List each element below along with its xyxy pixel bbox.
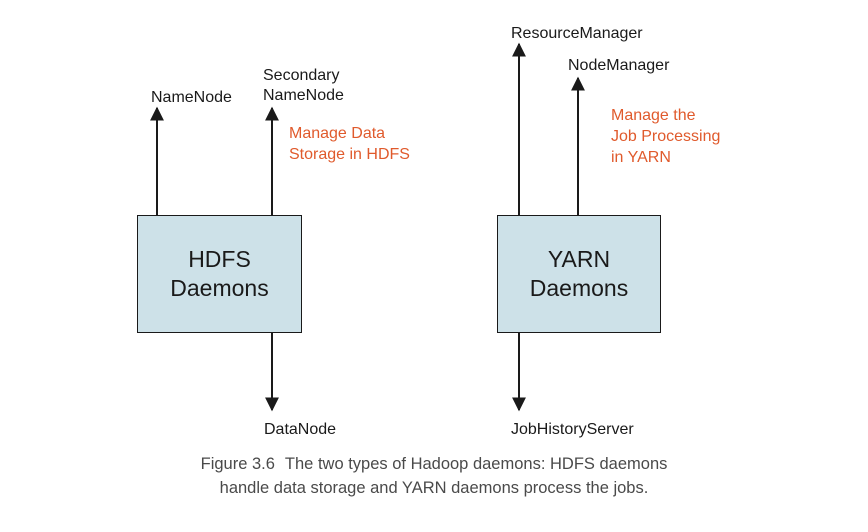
- yarn-daemons-label: YARN Daemons: [530, 245, 628, 303]
- hdfs-daemons-label: HDFS Daemons: [170, 245, 268, 303]
- figure-caption-line2: handle data storage and YARN daemons pro…: [219, 479, 649, 497]
- resourcemanager-label: ResourceManager: [511, 25, 643, 42]
- hdfs-daemons-label-line1: HDFS: [188, 246, 251, 272]
- figure-number: Figure 3.6: [200, 455, 275, 473]
- yarn-processing-note: Manage the Job Processing in YARN: [611, 105, 720, 168]
- yarn-daemons-box: YARN Daemons: [497, 215, 661, 333]
- yarn-processing-note-line2: Job Processing: [611, 128, 721, 145]
- namenode-label: NameNode: [151, 89, 232, 106]
- jobhistoryserver-label: JobHistoryServer: [511, 421, 634, 438]
- secondary-namenode-label-line1: Secondary: [263, 67, 340, 84]
- yarn-daemons-label-line1: YARN: [547, 246, 611, 272]
- hdfs-storage-note: Manage Data Storage in HDFS: [289, 123, 410, 165]
- figure-caption: Figure 3.6 The two types of Hadoop daemon…: [0, 452, 868, 500]
- hdfs-storage-note-line1: Manage Data: [289, 125, 386, 142]
- figure-caption-text1: The two types of Hadoop daemons: HDFS da…: [284, 455, 668, 473]
- hdfs-daemons-label-line2: Daemons: [170, 275, 269, 301]
- secondary-namenode-label: Secondary NameNode: [263, 66, 344, 106]
- hdfs-storage-note-line2: Storage in HDFS: [289, 146, 410, 163]
- secondary-namenode-label-line2: NameNode: [263, 87, 344, 104]
- yarn-processing-note-line1: Manage the: [611, 107, 696, 124]
- nodemanager-label: NodeManager: [568, 57, 670, 74]
- yarn-processing-note-line3: in YARN: [611, 149, 671, 166]
- yarn-daemons-label-line2: Daemons: [529, 275, 629, 301]
- hdfs-daemons-box: HDFS Daemons: [137, 215, 302, 333]
- figure-caption-line1: Figure 3.6 The two types of Hadoop daemon…: [0, 452, 868, 476]
- datanode-label: DataNode: [264, 421, 337, 438]
